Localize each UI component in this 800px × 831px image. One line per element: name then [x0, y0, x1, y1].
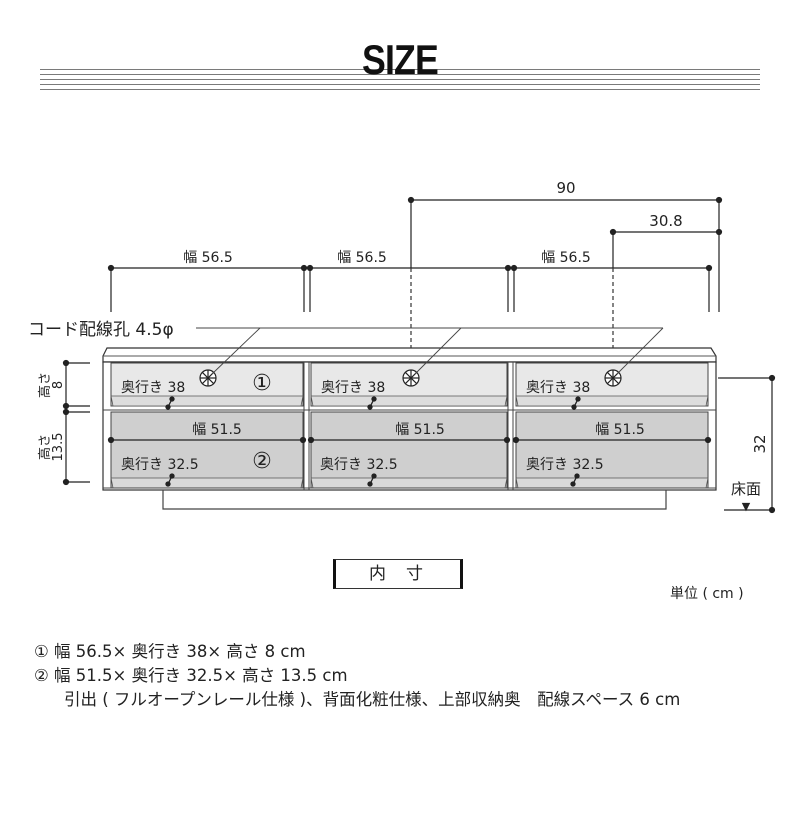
depth-markers [165, 396, 581, 487]
drawer-width-dimensions [107, 436, 712, 444]
cord-hole-icon [402, 369, 420, 387]
cabinet-dividers [103, 362, 716, 490]
spec-line-2: ② 幅 51.5× 奥行き 32.5× 高さ 13.5 cm [34, 666, 348, 685]
compartment-marker-1: ① [252, 371, 272, 396]
dimension-90-label: 90 [556, 179, 575, 197]
cabinet-top-board [102, 347, 717, 363]
inner-dimension-box: 内寸 [333, 559, 463, 589]
upper-depth-label-1: 奥行き 38 [121, 379, 185, 396]
cabinet-plinth [162, 490, 667, 510]
height-dimensions-left [62, 359, 90, 486]
dimension-overall-90 [407, 196, 723, 312]
spec-list: ① 幅 56.5× 奥行き 38× 高さ 8 cm ② 幅 51.5× 奥行き … [34, 640, 680, 712]
title-rule-lines [40, 69, 760, 93]
drawer-depth-label-1: 奥行き 32.5 [121, 456, 199, 473]
upper-depth-label-3: 奥行き 38 [526, 379, 590, 396]
floor-height-dimension [720, 374, 776, 514]
cord-hole-label: コード配線孔 4.5φ [28, 320, 174, 340]
upper-width-label-1: 幅 56.5 [183, 250, 233, 266]
drawer-depth-label-2: 奥行き 32.5 [320, 456, 398, 473]
dimension-hole-offset [609, 228, 723, 268]
height-1-label: 高さ [37, 372, 53, 398]
height-2-label: 高さ [37, 434, 53, 460]
upper-width-label-2: 幅 56.5 [337, 250, 387, 266]
drawer-depth-label-3: 奥行き 32.5 [526, 456, 604, 473]
floor-label: 床面 [731, 480, 761, 498]
compartment-column-1 [110, 362, 304, 489]
height-1-value: 8 [51, 381, 66, 389]
drawer-width-label-2: 幅 51.5 [395, 422, 445, 438]
floor-marker-icon: ▼ [742, 500, 751, 513]
compartment-marker-2: ② [252, 449, 272, 474]
drawer-width-label-3: 幅 51.5 [595, 422, 645, 438]
upper-width-dimensions [107, 264, 713, 312]
floor-height-value: 32 [751, 434, 769, 453]
spec-line-3: 引出 ( フルオープンレール仕様 )、背面化粧仕様、上部収納奥 配線スペース 6… [64, 690, 681, 709]
page-title: SIZE [362, 36, 439, 83]
dimension-30-8-label: 30.8 [649, 212, 682, 230]
cord-hole-callout-lines [196, 327, 664, 375]
height-2-value: 13.5 [51, 433, 66, 462]
unit-label: 単位 ( cm ) [670, 586, 744, 602]
upper-width-label-3: 幅 56.5 [541, 250, 591, 266]
upper-depth-label-2: 奥行き 38 [321, 379, 385, 396]
spec-line-1: ① 幅 56.5× 奥行き 38× 高さ 8 cm [34, 642, 306, 661]
drawer-width-label-1: 幅 51.5 [192, 422, 242, 438]
